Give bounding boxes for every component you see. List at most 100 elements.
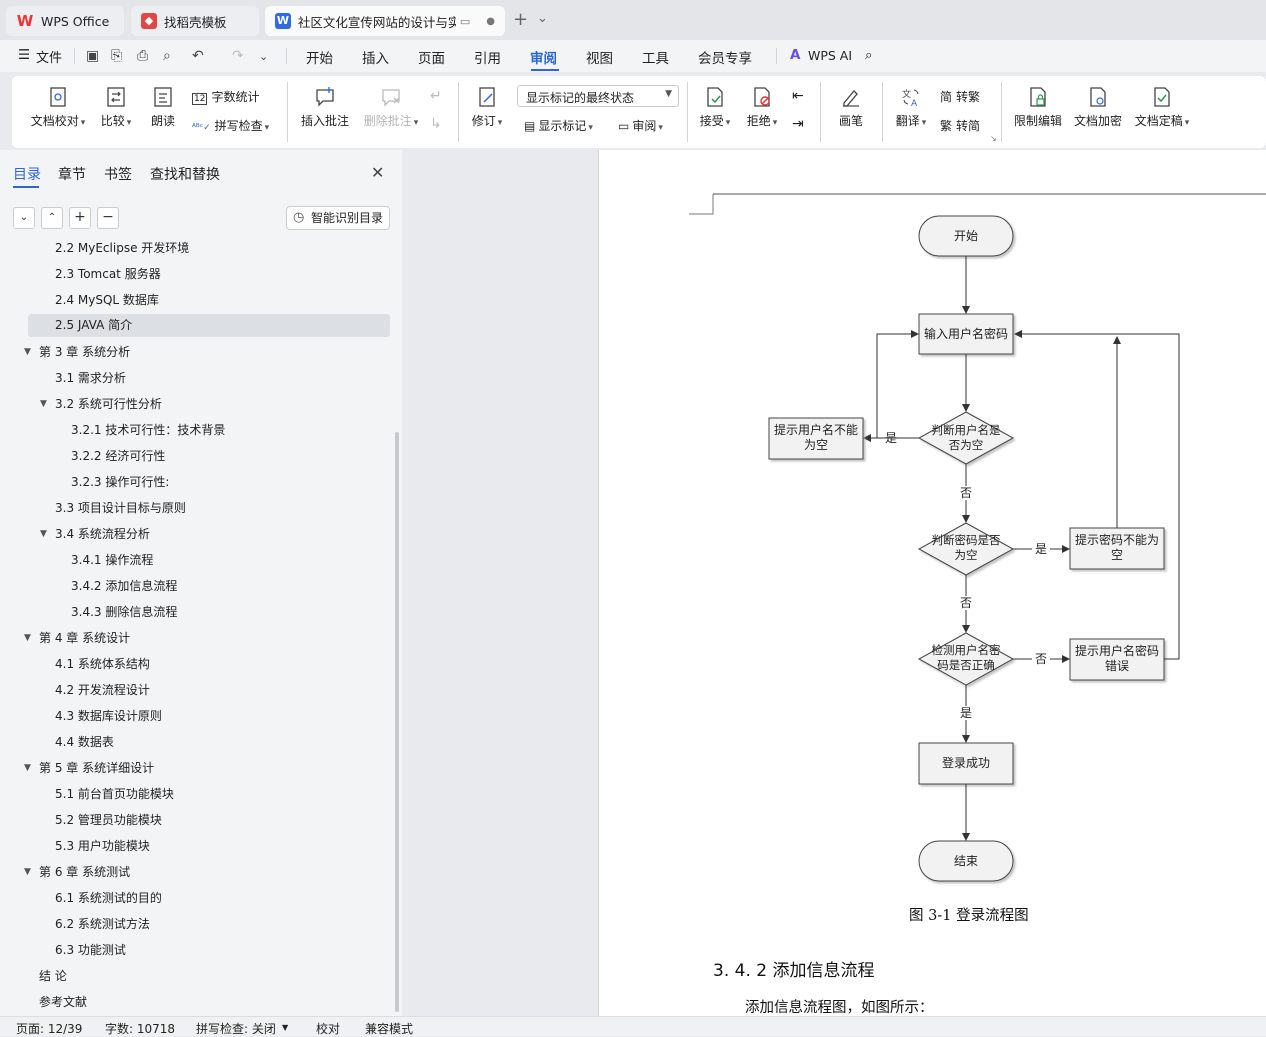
menu-insert[interactable]: 插入 [362,51,389,67]
toc-item[interactable]: 参考文献 [39,995,88,1009]
export-icon[interactable]: ⎘ [111,48,123,64]
toc-item[interactable]: 5.2 管理员功能模块 [55,813,162,827]
toc-item[interactable]: 2.2 MyEclipse 开发环境 [55,241,190,255]
hamburger-icon[interactable]: ☰ [18,47,31,63]
toc-item[interactable]: 第 3 章 系统分析 [39,345,131,359]
menu-page[interactable]: 页面 [418,51,445,67]
tab-wps-office[interactable]: W WPS Office [6,6,124,36]
restrict-editing-button[interactable]: 限制编辑 [1012,86,1064,129]
insert-comment-button[interactable]: 插入批注 [300,86,350,129]
word-count-indicator[interactable]: 字数: 10718 [105,1022,176,1036]
menu-membership[interactable]: 会员专享 [698,51,752,67]
markup-state-select[interactable]: 显示标记的最终状态 ▼ [517,85,679,107]
previous-comment-icon[interactable]: ↵ [430,88,442,104]
pen-button[interactable]: 画笔 [832,86,870,129]
expand-caret-icon[interactable]: ▼ [24,347,31,357]
spell-check-status[interactable]: 拼写检查: 关闭 [196,1022,276,1036]
reject-button[interactable]: 拒绝▾ [743,86,781,129]
accept-button[interactable]: 接受▾ [696,86,734,129]
encrypt-document-button[interactable]: 文档加密 [1072,86,1124,129]
toc-item[interactable]: 第 6 章 系统测试 [39,865,131,879]
compare-button[interactable]: 比较▾ [96,86,136,129]
print-icon[interactable]: ⎙ [137,48,149,64]
toc-item[interactable]: 3.2.3 操作可行性: [71,475,170,489]
toc-item[interactable]: 3.2.2 经济可行性 [71,449,166,463]
tab-bookmarks[interactable]: 书签 [104,167,132,183]
group-expand-icon[interactable]: ↘ [990,134,997,143]
expand-caret-icon[interactable]: ▼ [24,867,31,877]
toc-item[interactable]: 2.4 MySQL 数据库 [55,293,159,307]
remove-heading-button[interactable]: − [97,207,119,229]
menu-home[interactable]: 开始 [306,51,333,67]
add-heading-button[interactable]: + [69,207,91,229]
redo-icon[interactable]: ↷ [232,48,244,64]
toc-item[interactable]: 3.4 系统流程分析 [55,527,150,541]
tab-current-document[interactable]: W 社区文化宣传网站的设计与实现 ▭ ● [265,6,505,36]
toc-item[interactable]: 3.3 项目设计目标与原则 [55,501,186,515]
toc-item-selected[interactable]: 2.5 JAVA 简介 [28,314,390,337]
track-changes-button[interactable]: 修订▾ [468,86,506,129]
wps-ai-button[interactable]: WPS AI [808,48,853,63]
undo-icon[interactable]: ↶ [192,48,204,64]
tab-find-replace[interactable]: 查找和替换 [150,167,220,183]
review-pane-button[interactable]: ▭审阅▾ [618,119,663,133]
sidebar-scrollbar[interactable] [395,432,399,1012]
expand-caret-icon[interactable]: ▼ [40,529,47,539]
unsaved-dot-icon[interactable]: ● [486,15,495,27]
read-aloud-button[interactable]: 朗读 [146,86,180,129]
document-page[interactable]: 开始 输入用户名密码 判断用户名是 否为空 是 提示用户名不能 为空 否 判断密… [598,150,1266,1016]
toc-item[interactable]: 5.3 用户功能模块 [55,839,150,853]
toc-item[interactable]: 3.4.3 删除信息流程 [71,605,178,619]
toc-item[interactable]: 6.2 系统测试方法 [55,917,150,931]
menu-tools[interactable]: 工具 [642,51,669,67]
menu-review[interactable]: 审阅 [530,51,557,67]
smart-toc-button[interactable]: ◷ 智能识别目录 [286,206,390,230]
toc-item[interactable]: 第 5 章 系统详细设计 [39,761,155,775]
collapse-down-button[interactable]: ⌄ [13,207,35,229]
new-tab-button[interactable]: + [513,9,529,30]
toc-item[interactable]: 5.1 前台首页功能模块 [55,787,174,801]
toc-item[interactable]: 4.3 数据库设计原则 [55,709,162,723]
to-simplified-button[interactable]: 繁转简 [940,117,980,134]
search-icon[interactable]: ⌕ [865,47,873,63]
spell-check-button[interactable]: ᴬᴮᶜ✓拼写检查▾ [192,119,270,133]
quick-access-dropdown-icon[interactable]: ⌄ [259,50,269,63]
toc-item[interactable]: 6.3 功能测试 [55,943,126,957]
show-markup-button[interactable]: ▤显示标记▾ [524,119,593,133]
chevron-down-icon[interactable]: ▼ [282,1023,289,1032]
delete-comment-button[interactable]: 删除批注▾ [360,86,422,129]
to-traditional-button[interactable]: 简转繁 [940,88,980,105]
save-icon[interactable]: ▣ [86,48,100,64]
expand-caret-icon[interactable]: ▼ [24,763,31,773]
toc-item[interactable]: 3.2.1 技术可行性：技术背景 [71,423,226,437]
toc-item[interactable]: 3.1 需求分析 [55,371,126,385]
previous-change-icon[interactable]: ⇤ [792,88,804,104]
next-comment-icon[interactable]: ↳ [430,116,442,132]
move-up-button[interactable]: ⌃ [41,207,63,229]
finalize-document-button[interactable]: 文档定稿▾ [1132,86,1192,129]
proofread-button[interactable]: 文档校对▾ [28,86,88,129]
expand-caret-icon[interactable]: ▼ [24,633,31,643]
close-icon[interactable]: ✕ [371,163,385,182]
toc-item[interactable]: 结 论 [39,969,67,983]
tab-sections[interactable]: 章节 [58,167,86,183]
next-change-icon[interactable]: ⇥ [792,116,804,132]
tab-toc[interactable]: 目录 [13,167,41,183]
toc-item[interactable]: 4.2 开发流程设计 [55,683,150,697]
toc-item[interactable]: 3.4.1 操作流程 [71,553,154,567]
toc-item[interactable]: 第 4 章 系统设计 [39,631,131,645]
menu-references[interactable]: 引用 [474,51,501,67]
tab-list-button[interactable]: ⌄ [537,11,548,26]
toc-item[interactable]: 2.3 Tomcat 服务器 [55,267,161,281]
expand-caret-icon[interactable]: ▼ [40,399,47,409]
toc-item[interactable]: 6.1 系统测试的目的 [55,891,162,905]
file-menu[interactable]: 文件 [36,51,63,66]
print-preview-icon[interactable]: ⌕ [163,48,171,64]
menu-view[interactable]: 视图 [586,51,613,67]
tab-docer-templates[interactable]: ◆ 找稻壳模板 [131,6,259,36]
toc-item[interactable]: 4.1 系统体系结构 [55,657,150,671]
toc-item[interactable]: 3.4.2 添加信息流程 [71,579,178,593]
toc-item[interactable]: 3.2 系统可行性分析 [55,397,162,411]
